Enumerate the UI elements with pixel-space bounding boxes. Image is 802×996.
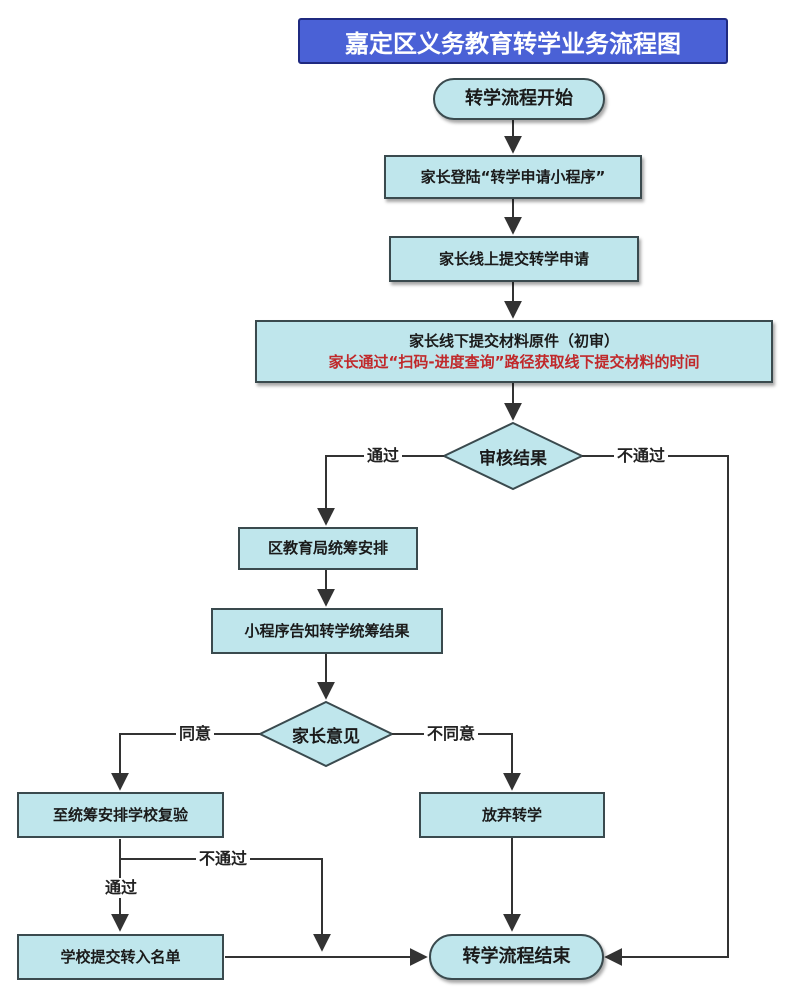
review-diamond <box>441 421 585 491</box>
edge-label-review-pass: 通过 <box>364 446 403 466</box>
submit-offline-label: 家长线下提交材料原件（初审） <box>408 332 619 351</box>
start-label: 转学流程开始 <box>465 87 573 109</box>
submit-online-node: 家长线上提交转学申请 <box>389 236 639 282</box>
end-label: 转学流程结束 <box>462 945 571 967</box>
district-arrange-node: 区教育局统筹安排 <box>238 527 418 570</box>
edge-label-disagree: 不同意 <box>424 724 479 744</box>
opinion-diamond <box>257 700 395 768</box>
notify-result-node: 小程序告知转学统筹结果 <box>211 608 443 654</box>
edge-review-fail <box>582 455 729 966</box>
recheck-node: 至统筹安排学校复验 <box>17 792 224 838</box>
submit-offline-note: 家长通过“扫码-进度查询”路径获取线下提交材料的时间 <box>328 352 700 371</box>
review-result-label: 审核结果 <box>479 448 547 469</box>
edge-label-agree: 同意 <box>176 724 215 744</box>
edge-label-recheck-fail: 不通过 <box>196 849 251 869</box>
give-up-label: 放弃转学 <box>481 805 542 824</box>
give-up-node: 放弃转学 <box>419 792 605 838</box>
login-node: 家长登陆“转学申请小程序” <box>384 155 642 199</box>
page-title: 嘉定区义务教育转学业务流程图 <box>298 18 728 64</box>
start-node: 转学流程开始 <box>433 78 605 120</box>
transfer-list-node: 学校提交转入名单 <box>17 934 224 980</box>
notify-result-label: 小程序告知转学统筹结果 <box>244 621 410 640</box>
edge-label-recheck-pass: 通过 <box>102 878 141 898</box>
login-label: 家长登陆“转学申请小程序” <box>420 167 606 186</box>
edge-review-pass <box>317 455 444 526</box>
transfer-list-label: 学校提交转入名单 <box>60 947 181 966</box>
parent-opinion-label: 家长意见 <box>292 726 360 747</box>
end-node: 转学流程结束 <box>429 934 604 980</box>
submit-offline-node: 家长线下提交材料原件（初审） 家长通过“扫码-进度查询”路径获取线下提交材料的时… <box>255 320 773 383</box>
district-arrange-label: 区教育局统筹安排 <box>267 539 388 558</box>
recheck-label: 至统筹安排学校复验 <box>52 805 188 824</box>
submit-online-label: 家长线上提交转学申请 <box>438 249 589 268</box>
edge-label-review-fail: 不通过 <box>614 446 669 466</box>
